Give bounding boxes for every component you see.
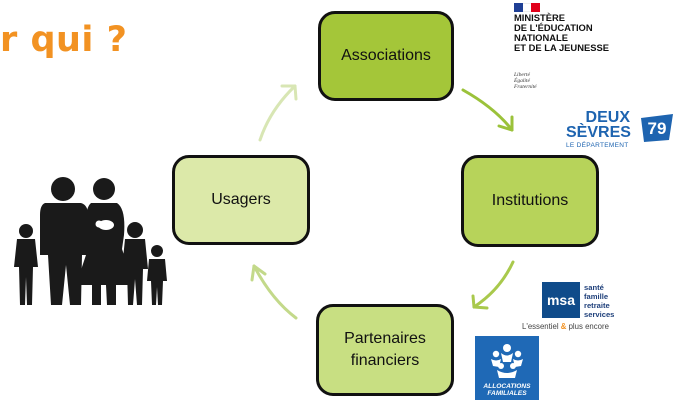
msa-words: santé famille retraite services	[584, 283, 615, 319]
ministry-motto: Liberté Égalité Fraternité	[514, 72, 537, 90]
ministry-name: MINISTÈRE DE L'ÉDUCATION NATIONALE ET DE…	[514, 12, 609, 53]
ministry-logo: MINISTÈRE DE L'ÉDUCATION NATIONALE ET DE…	[514, 3, 634, 95]
node-partenaires-financiers: Partenaires financiers	[316, 304, 454, 396]
caf-name: ALLOCATIONS FAMILIALES	[483, 383, 531, 397]
deux-sevres-line2: SÈVRES	[566, 124, 631, 141]
node-institutions: Institutions	[461, 155, 599, 247]
family-icon	[14, 177, 167, 305]
node-partenaires-line2: financiers	[350, 352, 420, 369]
svg-text:79: 79	[648, 119, 667, 138]
node-institutions-label: Institutions	[491, 192, 569, 209]
caf-family-icon	[491, 344, 523, 378]
node-associations: Associations	[318, 11, 454, 101]
node-usagers-label: Usagers	[211, 191, 271, 208]
arrow-partenaires-to-usagers	[250, 264, 298, 320]
caf-logo: ALLOCATIONS FAMILIALES	[475, 336, 539, 400]
french-flag-icon	[514, 3, 541, 12]
arrow-associations-to-institutions	[461, 88, 514, 132]
node-partenaires-line1: Partenaires	[344, 330, 426, 347]
msa-tagline: L'essentiel & plus encore	[522, 322, 609, 331]
page-title: r qui ?	[0, 20, 128, 60]
msa-logo: msa santé famille retraite services L'es…	[514, 282, 624, 334]
node-usagers: Usagers	[172, 155, 310, 245]
deux-sevres-subtitle: LE DÉPARTEMENT	[566, 142, 629, 149]
deux-sevres-line1: DEUX	[585, 109, 630, 126]
node-associations-label: Associations	[341, 47, 431, 64]
arrow-institutions-to-partenaires	[471, 260, 515, 310]
deux-sevres-79-emblem: 79	[641, 114, 673, 142]
deux-sevres-logo: DEUX SÈVRES LE DÉPARTEMENT 79	[566, 110, 678, 152]
msa-emblem: msa	[542, 282, 580, 318]
arrow-usagers-to-associations	[258, 84, 298, 142]
